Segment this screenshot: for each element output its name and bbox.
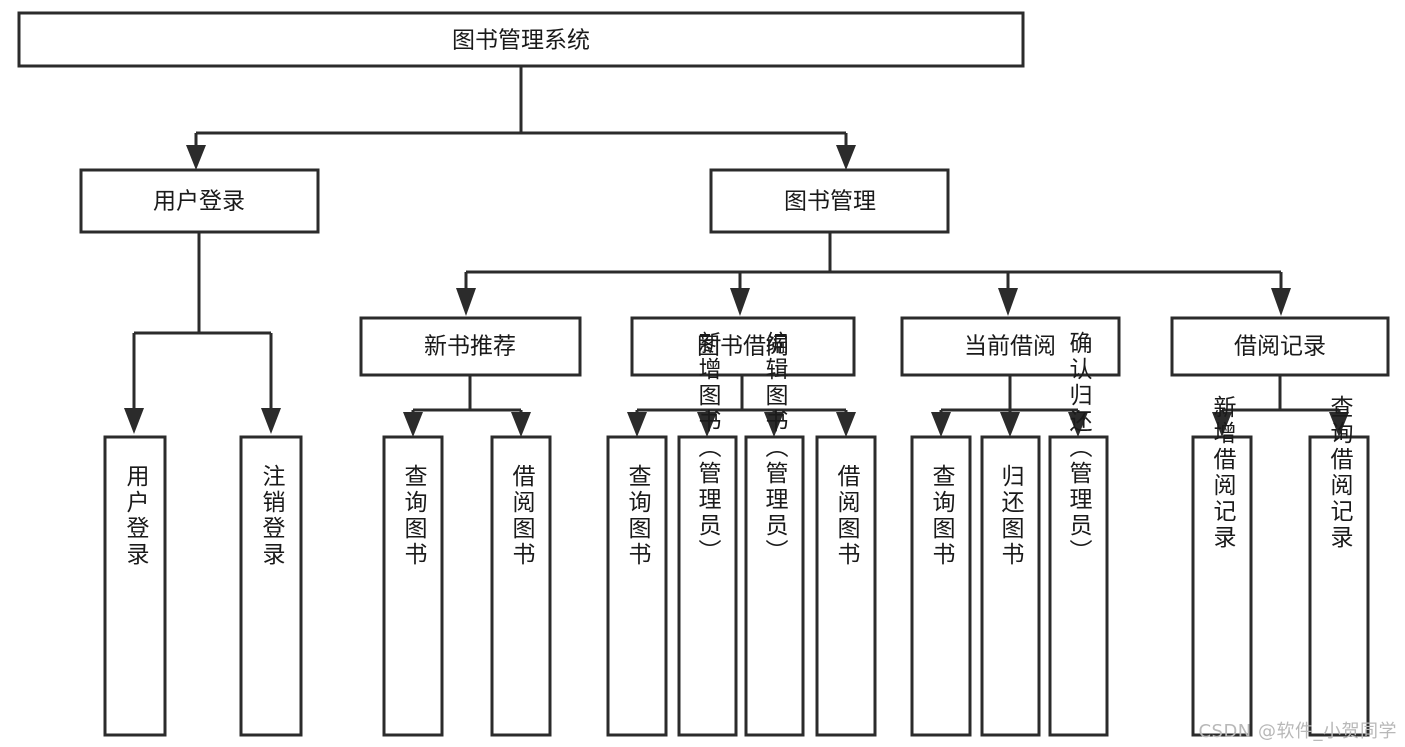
node-leaf-edit-book[interactable]: 编辑图书（管理员） [744, 331, 805, 737]
node-leaf-query-book-1-label: 查询图书 [400, 464, 428, 568]
connector-bookmgmt-to-level3 [456, 232, 1291, 316]
node-leaf-query-book-3[interactable]: 查询图书 [910, 435, 972, 737]
node-book-management[interactable]: 图书管理 [709, 168, 950, 234]
node-new-book-recommend[interactable]: 新书推荐 [359, 316, 582, 377]
connector-root-to-level2 [186, 66, 856, 170]
node-leaf-add-record-label: 新增借阅记录 [1209, 395, 1237, 551]
connector-currentborrow-to-leaves [931, 375, 1088, 437]
connector-borrowrecord-to-leaves [1212, 375, 1349, 437]
node-borrow-record-label: 借阅记录 [1234, 334, 1326, 360]
node-root-system-label: 图书管理系统 [452, 28, 590, 54]
node-book-management-label: 图书管理 [784, 189, 876, 215]
node-leaf-logout-login-label: 注销登录 [258, 464, 286, 568]
node-user-login[interactable]: 用户登录 [79, 168, 320, 234]
node-book-borrow-label: 图书借阅 [697, 334, 789, 360]
node-book-borrow[interactable]: 图书借阅 [630, 316, 856, 377]
node-leaf-logout-login[interactable]: 注销登录 [239, 435, 303, 737]
connector-bookborrow-to-leaves [627, 375, 856, 437]
node-leaf-user-login[interactable]: 用户登录 [103, 435, 167, 737]
node-leaf-borrow-book-2-label: 借阅图书 [833, 464, 861, 568]
node-leaf-confirm-return[interactable]: 确认归还（管理员） [1048, 331, 1109, 737]
node-leaf-query-record[interactable]: 查询借阅记录 [1308, 395, 1370, 737]
node-new-book-recommend-label: 新书推荐 [424, 334, 516, 360]
node-leaf-query-record-label: 查询借阅记录 [1326, 395, 1354, 551]
node-leaf-borrow-book-1[interactable]: 借阅图书 [490, 435, 552, 737]
node-leaf-query-book-2-label: 查询图书 [624, 464, 652, 568]
node-leaf-confirm-return-label: 确认归还（管理员） [1065, 331, 1093, 565]
node-leaf-query-book-2[interactable]: 查询图书 [606, 435, 668, 737]
node-user-login-label: 用户登录 [153, 189, 245, 215]
node-leaf-query-book-3-label: 查询图书 [928, 464, 956, 568]
node-leaf-borrow-book-1-label: 借阅图书 [508, 464, 536, 568]
node-leaf-add-record[interactable]: 新增借阅记录 [1191, 395, 1253, 737]
node-leaf-add-book-label: 新增图书（管理员） [694, 331, 722, 565]
node-leaf-query-book-1[interactable]: 查询图书 [382, 435, 444, 737]
node-leaf-add-book[interactable]: 新增图书（管理员） [677, 331, 738, 737]
node-leaf-return-book-label: 归还图书 [997, 464, 1025, 568]
node-current-borrow-label: 当前借阅 [964, 334, 1056, 360]
connector-newbook-to-leaves [403, 375, 531, 437]
node-leaf-edit-book-label: 编辑图书（管理员） [761, 331, 789, 565]
node-leaf-borrow-book-2[interactable]: 借阅图书 [815, 435, 877, 737]
connector-userlogin-to-leaves [124, 232, 281, 434]
node-leaf-return-book[interactable]: 归还图书 [980, 435, 1041, 737]
node-current-borrow[interactable]: 当前借阅 [900, 316, 1121, 377]
node-borrow-record[interactable]: 借阅记录 [1170, 316, 1390, 377]
node-root-system[interactable]: 图书管理系统 [17, 11, 1025, 68]
node-leaf-user-login-label: 用户登录 [122, 464, 150, 568]
